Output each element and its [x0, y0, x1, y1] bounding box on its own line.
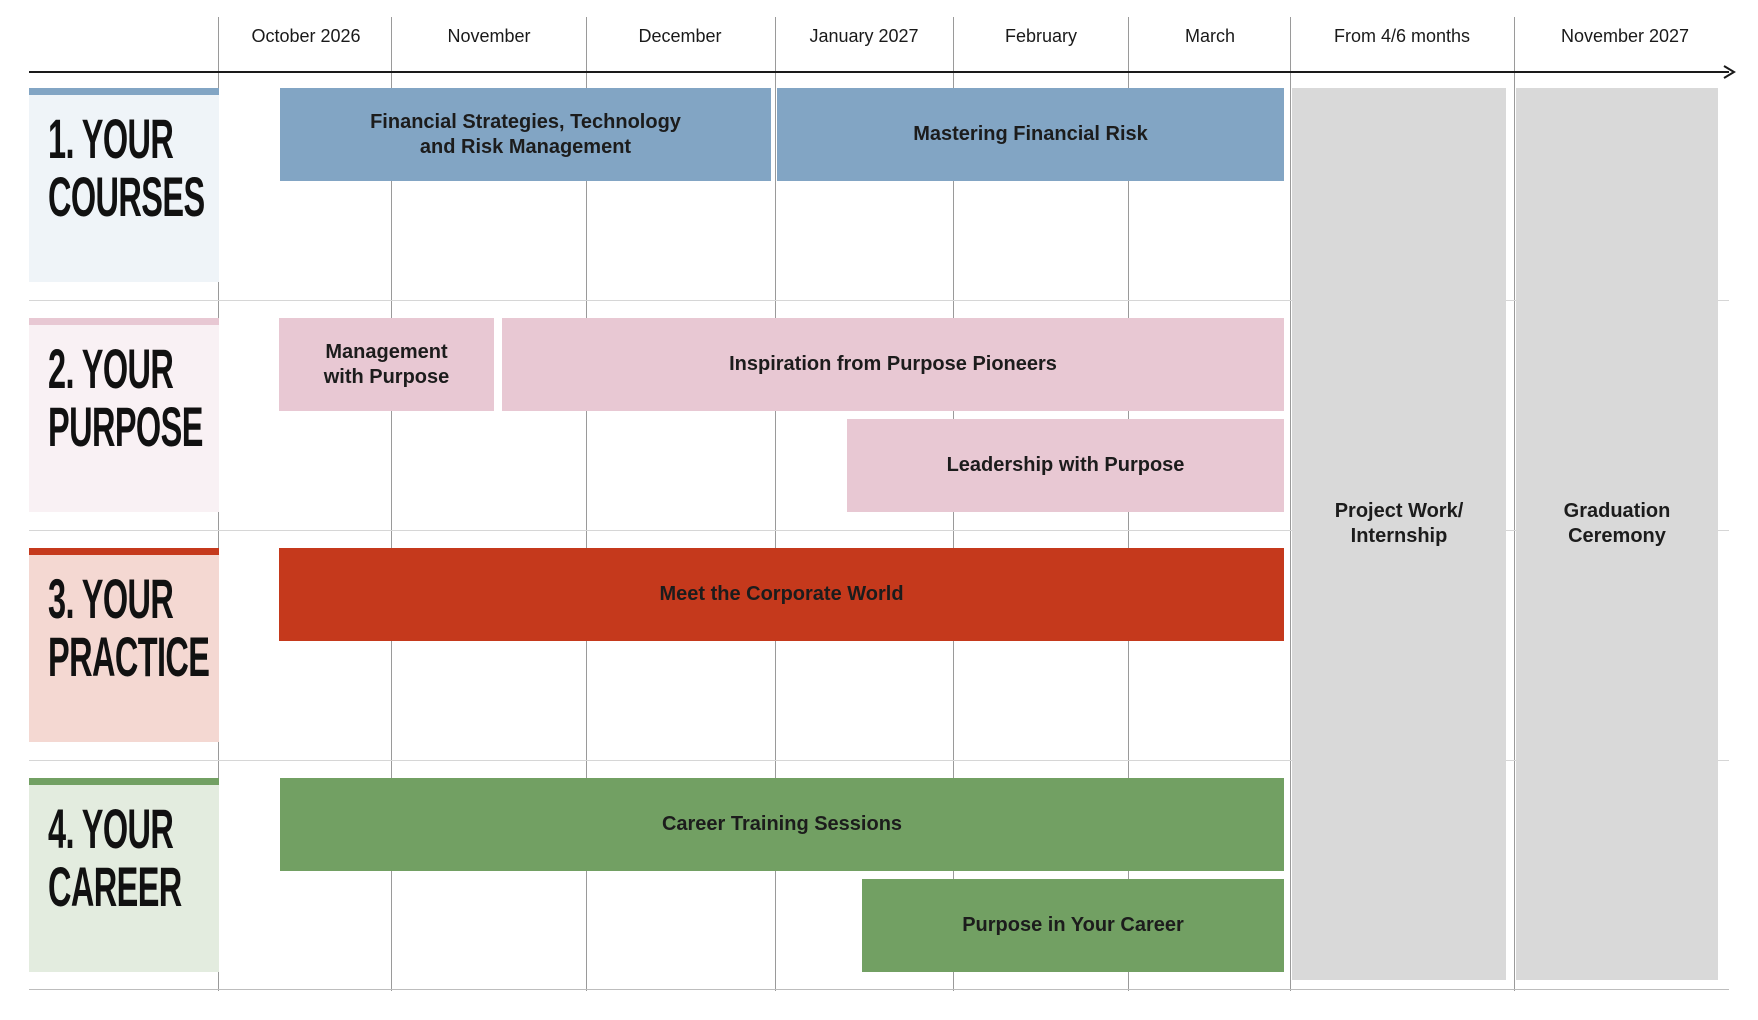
- row-divider: [29, 989, 1729, 990]
- arrow-right-icon: [1723, 65, 1736, 79]
- column-divider: [586, 17, 587, 991]
- month-label-october-2026: October 2026: [251, 26, 361, 46]
- month-label-november-2027: November 2027: [1560, 26, 1690, 46]
- section-title-your-purpose: 2. YOUR PURPOSE: [48, 337, 203, 458]
- column-divider: [775, 17, 776, 991]
- leadership-with-purpose-course: Leadership with Purpose: [847, 419, 1284, 512]
- row-divider: [29, 300, 1729, 301]
- management-with-purpose-course: Management with Purpose: [279, 318, 494, 411]
- section-accent-bar: [29, 778, 219, 785]
- section-your-courses: 1. YOUR COURSES: [29, 88, 219, 282]
- time-axis: [29, 71, 1729, 73]
- section-accent-bar: [29, 548, 219, 555]
- financial-strategies-course: Financial Strategies, Technology and Ris…: [280, 88, 771, 181]
- month-label-march: March: [1184, 26, 1236, 46]
- graduation-ceremony-phase: Graduation Ceremony: [1516, 88, 1718, 980]
- section-your-practice: 3. YOUR PRACTICE: [29, 548, 219, 742]
- row-divider: [29, 760, 1729, 761]
- purpose-in-your-career-course: Purpose in Your Career: [862, 879, 1284, 972]
- project-work-internship-phase: Project Work/ Internship: [1292, 88, 1506, 980]
- section-your-purpose: 2. YOUR PURPOSE: [29, 318, 219, 512]
- row-divider: [29, 530, 1729, 531]
- section-title-your-career: 4. YOUR CAREER: [48, 797, 182, 918]
- column-divider: [391, 17, 392, 991]
- section-accent-bar: [29, 88, 219, 95]
- section-accent-bar: [29, 318, 219, 325]
- month-label-december: December: [638, 26, 722, 46]
- section-title-your-courses: 1. YOUR COURSES: [48, 107, 205, 228]
- month-label-february: February: [1004, 26, 1078, 46]
- section-title-your-practice: 3. YOUR PRACTICE: [48, 567, 210, 688]
- month-label-from-4-6-months: From 4/6 months: [1333, 26, 1471, 46]
- column-divider: [1514, 17, 1515, 991]
- meet-corporate-world-program: Meet the Corporate World: [279, 548, 1284, 641]
- mastering-financial-risk-course: Mastering Financial Risk: [777, 88, 1284, 181]
- column-divider: [1290, 17, 1291, 991]
- section-your-career: 4. YOUR CAREER: [29, 778, 219, 972]
- month-label-november: November: [447, 26, 531, 46]
- career-training-sessions: Career Training Sessions: [280, 778, 1284, 871]
- month-label-january-2027: January 2027: [809, 26, 919, 46]
- inspiration-purpose-pioneers-course: Inspiration from Purpose Pioneers: [502, 318, 1284, 411]
